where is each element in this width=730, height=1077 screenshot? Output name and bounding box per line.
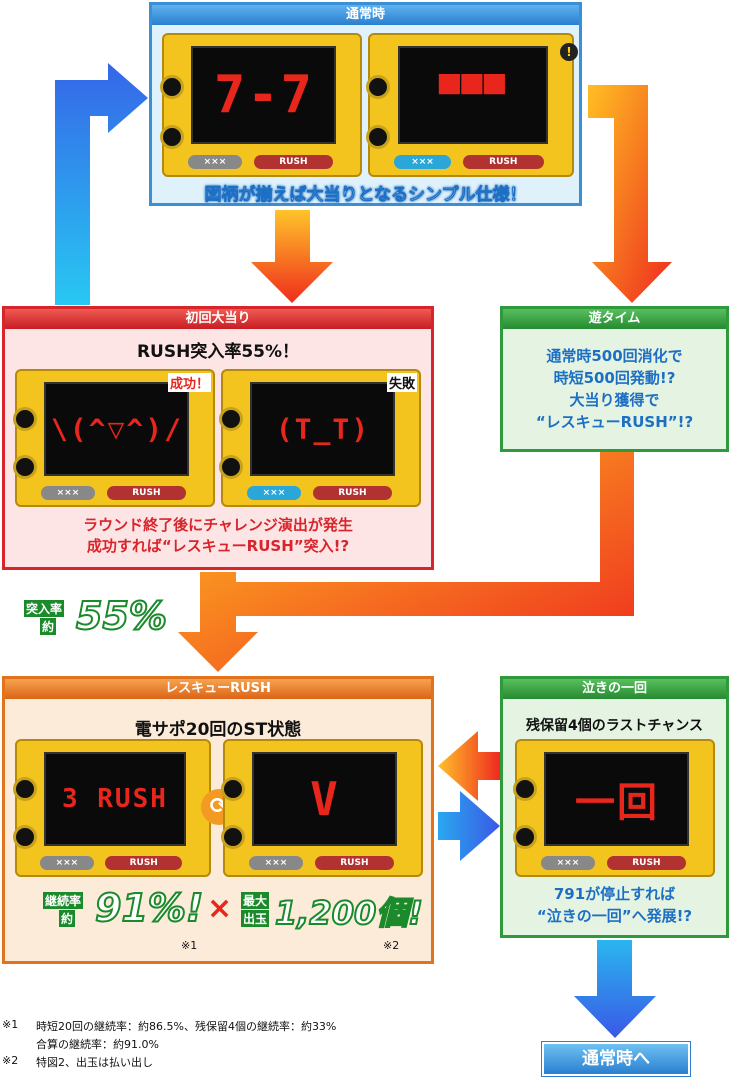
arrow-yutime-to-rush	[178, 452, 634, 672]
button-xxx: ×××	[248, 855, 304, 870]
arrow-naki-to-normal	[574, 940, 656, 1038]
normal-caption: 図柄が揃えば大当りとなるシンプル仕様！	[204, 185, 527, 206]
yu-time-line-4: “レスキューRUSH”!?	[535, 413, 694, 431]
note-1-sub: 合算の継続率：約91.0%	[36, 1038, 159, 1051]
rush-screen-2: V ××× RUSH	[221, 739, 423, 877]
note-mark-2: ※2	[383, 939, 400, 952]
button-xxx: ×××	[394, 155, 451, 170]
rush-screen-1: 3 RUSH ××× RUSH	[13, 739, 211, 877]
button-xxx: ×××	[540, 855, 596, 870]
entry-rate-label-top: 突入率	[24, 600, 65, 617]
yu-time-header: 遊タイム	[503, 309, 726, 329]
first-hit-box: 初回大当り RUSH突入率55%！ \(^▽^)/ 成功！ ××× RUSH (…	[2, 306, 434, 570]
note-2-mark: ※2	[2, 1054, 19, 1067]
continuation-rate: 継続率 約 91%!	[15, 884, 215, 944]
button-rush: RUSH	[462, 155, 544, 170]
fail-screen: (T_T) 失敗 ××× RUSH	[219, 369, 421, 507]
max-payout: 最大 出玉 1,200個!	[237, 884, 427, 944]
cont-label-top: 継続率	[43, 892, 84, 909]
button-xxx: ×××	[187, 155, 243, 170]
first-hit-caption-2: 成功すれば“レスキューRUSH”突入!?	[86, 537, 350, 555]
entry-rate-value: 55%	[75, 593, 168, 639]
naki-title: 残保留4個のラストチャンス	[525, 718, 704, 734]
normal-screen-1-text: 7-7	[214, 65, 314, 126]
naki-caption-2: “泣きの一回”へ発展!?	[536, 907, 693, 925]
rush-screen-2-text: V	[310, 771, 340, 826]
button-xxx: ×××	[246, 485, 302, 500]
note-1-text: 時短20回の継続率：約86.5%、残保留4個の継続率：約33%	[36, 1020, 337, 1033]
naki-screen-text: 一回	[574, 779, 659, 826]
max-label-top: 最大	[241, 892, 270, 909]
max-value: 1,200個!	[274, 893, 424, 933]
first-hit-caption-1: ラウンド終了後にチャレンジ演出が発生	[83, 516, 353, 534]
naki-box: 泣きの一回 残保留4個のラストチャンス 一回 ××× RUSH 791が停止すれ…	[500, 676, 729, 938]
button-rush: RUSH	[254, 155, 333, 170]
button-xxx: ×××	[40, 485, 96, 500]
button-rush: RUSH	[313, 485, 392, 500]
normal-screen-2-text: ▀▀▀	[439, 75, 507, 116]
success-screen: \(^▽^)/ 成功！ ××× RUSH	[13, 369, 215, 507]
fail-label: 失敗	[386, 373, 417, 392]
first-hit-title: RUSH突入率55%！	[136, 342, 300, 362]
rush-box: レスキューRUSH 電サポ20回のST状態 3 RUSH ××× RUSH ⟳ …	[2, 676, 434, 964]
yu-time-line-2: 時短500回発動!?	[553, 369, 676, 387]
yu-time-box: 遊タイム 通常時500回消化で 時短500回発動!? 大当り獲得で “レスキュー…	[500, 306, 729, 452]
first-hit-header: 初回大当り	[5, 309, 431, 329]
times-sign: ×	[207, 891, 233, 926]
naki-caption-1: 791が停止すれば	[553, 885, 676, 903]
yu-time-line-1: 通常時500回消化で	[546, 347, 683, 365]
rush-title: 電サポ20回のST状態	[134, 720, 302, 740]
note-2-text: 特図2、出玉は払い出し	[36, 1056, 153, 1069]
entry-rate-label-bottom: 約	[40, 618, 57, 635]
button-rush: RUSH	[107, 485, 186, 500]
button-rush: RUSH	[607, 855, 686, 870]
success-label: 成功！	[167, 373, 211, 392]
alert-badge: !	[560, 43, 578, 61]
arrow-rush-to-naki	[438, 791, 500, 861]
fail-face: (T_T)	[275, 412, 371, 446]
normal-header: 通常時	[152, 5, 579, 25]
naki-header: 泣きの一回	[503, 679, 726, 699]
to-normal-label: 通常時へ	[542, 1042, 690, 1076]
rush-screen-1-text: 3 RUSH	[61, 783, 168, 814]
yu-time-line-3: 大当り獲得で	[569, 391, 660, 409]
arrow-loop-up	[55, 63, 148, 305]
arrow-naki-to-rush	[438, 731, 500, 801]
naki-screen: 一回 ××× RUSH	[513, 739, 715, 877]
normal-box: 通常時 7-7 ××× RUSH ▀▀▀ ! ××× RUSH 図柄が揃えば大当…	[149, 2, 582, 206]
cont-value: 91%!	[94, 885, 204, 931]
normal-screen-2: ▀▀▀ ! ××× RUSH	[366, 33, 578, 177]
note-1-mark: ※1	[2, 1018, 19, 1031]
note-mark-1: ※1	[181, 939, 198, 952]
entry-rate-badge: 突入率 約 55%	[10, 593, 170, 648]
button-xxx: ×××	[40, 855, 94, 870]
rush-header: レスキューRUSH	[5, 679, 431, 699]
button-rush: RUSH	[315, 855, 394, 870]
success-face: \(^▽^)/	[50, 412, 183, 446]
arrow-normal-to-hit	[251, 210, 333, 303]
normal-screen-1: 7-7 ××× RUSH	[160, 33, 362, 177]
cont-label-bottom: 約	[59, 910, 76, 927]
button-rush: RUSH	[105, 855, 183, 870]
arrow-normal-to-yutime	[588, 85, 672, 303]
max-label-bottom: 出玉	[241, 910, 270, 927]
